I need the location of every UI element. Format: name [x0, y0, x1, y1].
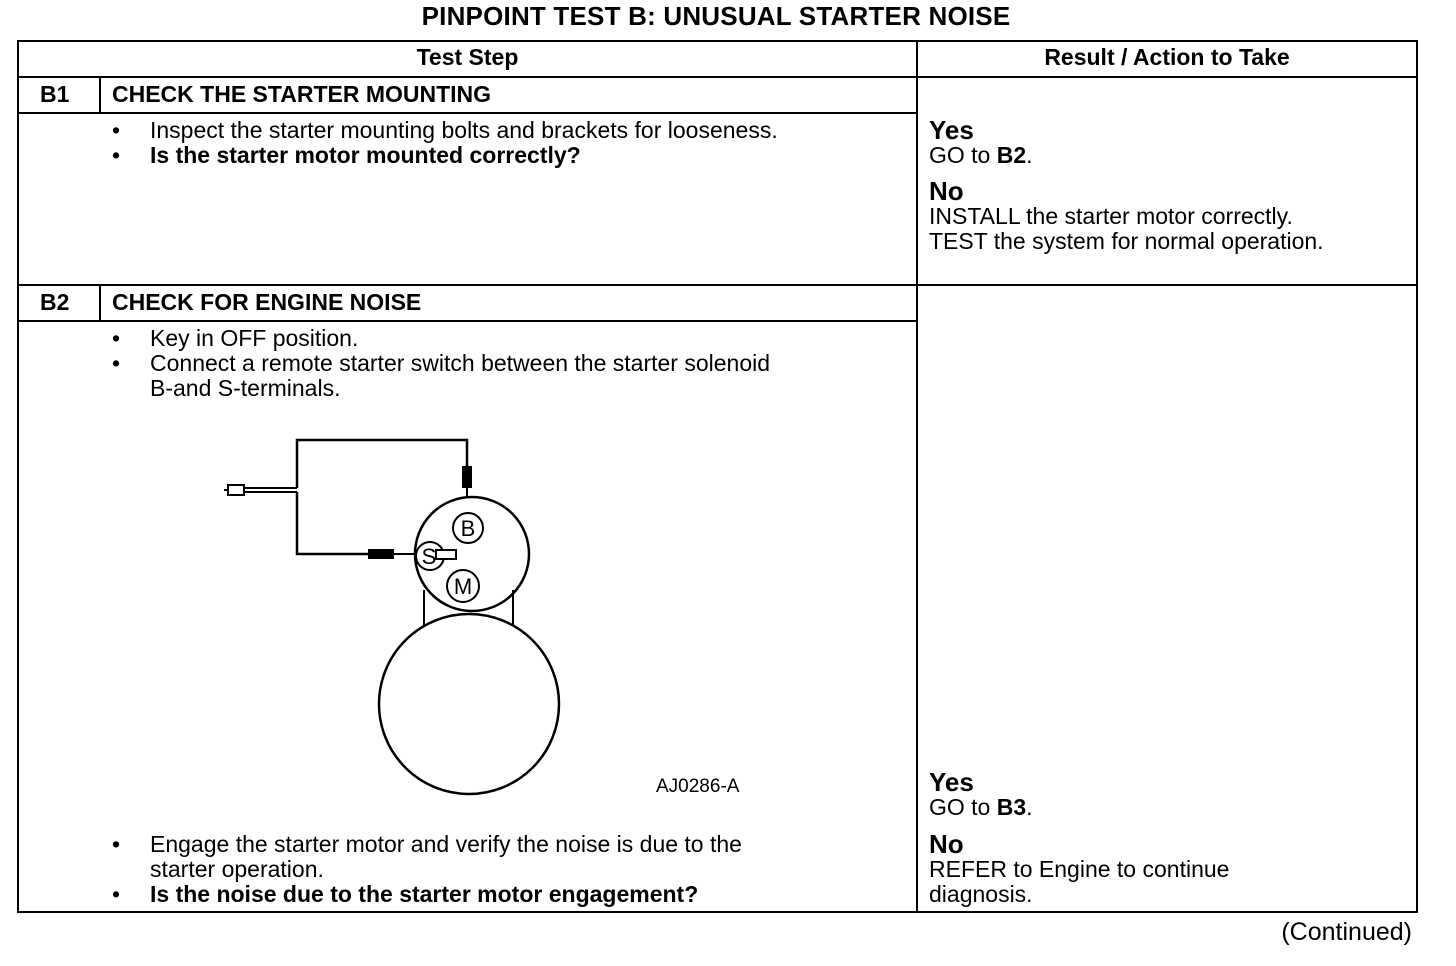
b2-result-no: No REFER to Engine to continue diagnosis…: [929, 831, 1229, 907]
b2-bullet-engage-cont: starter operation.: [150, 856, 324, 882]
b-terminal-label: B: [461, 516, 476, 541]
no-label: No: [929, 176, 964, 206]
b2-bullet-connect-cont: B-and S-terminals.: [150, 375, 341, 401]
yes-action-suffix: .: [1026, 794, 1033, 820]
b1-heading-divider: [17, 112, 917, 114]
step-id-b1: B1: [40, 81, 70, 107]
b2-heading-divider: [17, 320, 917, 322]
list-item: • Key in OFF position.: [112, 326, 770, 351]
pinpoint-test-table: [17, 40, 1418, 913]
m-terminal-label: M: [454, 574, 472, 599]
bullet-icon: •: [112, 142, 121, 168]
b2-bullet-question: Is the noise due to the starter motor en…: [150, 881, 699, 907]
list-item: • Connect a remote starter switch betwee…: [112, 351, 770, 401]
s-terminal-label: S: [422, 544, 437, 569]
starter-solenoid-diagram: B S M AJ0286-A: [224, 438, 740, 797]
solenoid-body: [413, 495, 531, 613]
s-terminal-clip: [368, 549, 394, 559]
list-item: • Is the noise due to the starter motor …: [112, 882, 742, 907]
b-terminal: [452, 512, 484, 544]
list-item: • Inspect the starter mounting bolts and…: [112, 118, 778, 143]
bullet-icon: •: [112, 117, 121, 143]
starter-motor-body: [377, 612, 561, 796]
page-title: PINPOINT TEST B: UNUSUAL STARTER NOISE: [421, 1, 1011, 31]
s-terminal-tab: [435, 549, 457, 560]
b1-id-divider: [99, 77, 101, 113]
yes-action: GO to B2.: [929, 143, 1033, 168]
header-test-step: Test Step: [416, 44, 519, 70]
b2-bullet-key-off: Key in OFF position.: [150, 325, 359, 351]
b2-id-divider: [99, 285, 101, 321]
yes-label: Yes: [929, 767, 974, 797]
yes-label: Yes: [929, 115, 974, 145]
yes-action-prefix: GO to: [929, 794, 997, 820]
s-terminal-wire: [295, 492, 370, 556]
b1-bullet-inspect: Inspect the starter mounting bolts and b…: [150, 117, 778, 143]
header-result-action: Result / Action to Take: [1044, 44, 1290, 70]
b-terminal-clip: [462, 466, 472, 488]
bullet-icon: •: [112, 325, 121, 351]
figure-id: AJ0286-A: [656, 776, 740, 797]
bullet-icon: •: [112, 881, 121, 907]
switch-lead-tip: [227, 484, 245, 496]
list-item: • Engage the starter motor and verify th…: [112, 832, 742, 882]
step-id-b2: B2: [40, 289, 70, 315]
b2-bullet-engage: Engage the starter motor and verify the …: [150, 831, 742, 857]
continued-note: (Continued): [1281, 918, 1412, 946]
b-terminal-wire: [295, 438, 469, 488]
yes-action: GO to B3.: [929, 795, 1033, 820]
no-action: REFER to Engine to continue diagnosis.: [929, 856, 1230, 907]
b2-bullet-list-bottom: • Engage the starter motor and verify th…: [112, 832, 742, 907]
yes-action-prefix: GO to: [929, 142, 997, 168]
no-action: INSTALL the starter motor correctly. TES…: [929, 203, 1324, 254]
bullet-icon: •: [112, 350, 121, 376]
step-heading-b1: CHECK THE STARTER MOUNTING: [112, 81, 492, 107]
m-terminal: [446, 569, 480, 603]
b2-result-yes: Yes GO to B3.: [929, 769, 1033, 820]
header-divider: [17, 76, 1418, 78]
b1-result-yes: Yes GO to B2.: [929, 117, 1033, 168]
yes-action-suffix: .: [1026, 142, 1033, 168]
b1-result-no: No INSTALL the starter motor correctly. …: [929, 178, 1324, 254]
yes-action-target: B2: [996, 142, 1027, 168]
b1-bullet-question: Is the starter motor mounted correctly?: [150, 142, 581, 168]
b1-b2-divider: [17, 284, 1418, 286]
b2-bullet-list-top: • Key in OFF position. • Connect a remot…: [112, 326, 770, 401]
list-item: • Is the starter motor mounted correctly…: [112, 143, 778, 168]
b2-bullet-connect: Connect a remote starter switch between …: [150, 350, 771, 376]
column-divider: [916, 40, 918, 913]
no-label: No: [929, 829, 964, 859]
bullet-icon: •: [112, 831, 121, 857]
b1-bullet-list: • Inspect the starter mounting bolts and…: [112, 118, 778, 168]
step-heading-b2: CHECK FOR ENGINE NOISE: [112, 289, 422, 315]
yes-action-target: B3: [996, 794, 1027, 820]
